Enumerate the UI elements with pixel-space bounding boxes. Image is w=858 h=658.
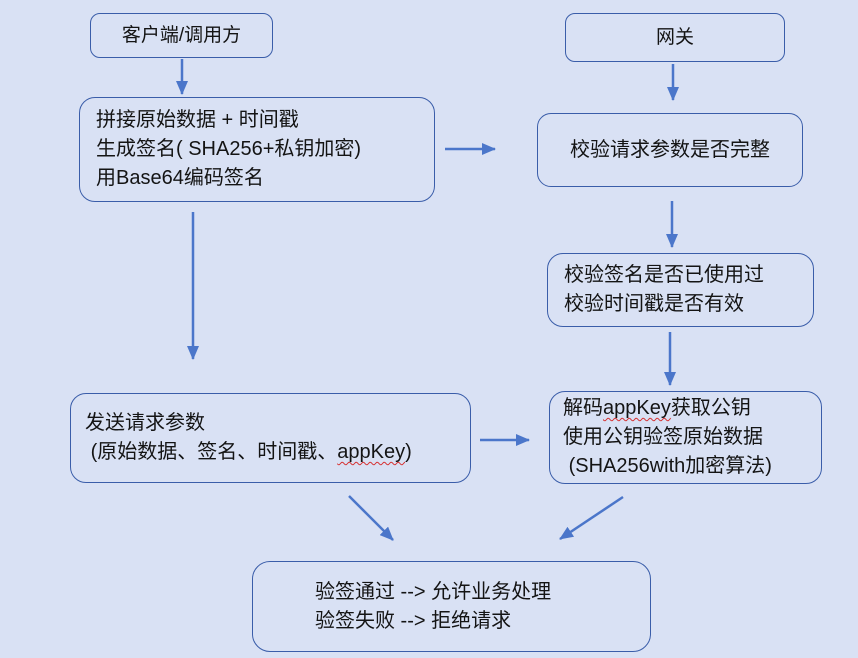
node-check-signature: 校验签名是否已使用过 校验时间戳是否有效	[547, 253, 814, 327]
node-send-request-line-1: 发送请求参数	[85, 412, 205, 434]
node-client-label: 客户端/调用方	[121, 25, 242, 46]
node-decode-verify: 解码appKey获取公钥 使用公钥验签原始数据 (SHA256with加密算法)	[549, 391, 822, 484]
node-sign-line-1: 拼接原始数据 + 时间戳	[96, 109, 299, 131]
node-sign-generate: 拼接原始数据 + 时间戳 生成签名( SHA256+私钥加密) 用Base64编…	[79, 97, 435, 202]
node-gateway: 网关	[565, 13, 785, 62]
send-params-prefix: (原始数据、签名、时间戳、	[85, 441, 338, 463]
node-check-params-label: 校验请求参数是否完整	[570, 138, 770, 161]
node-decode-line-2: 使用公钥验签原始数据	[563, 426, 763, 448]
node-check-params: 校验请求参数是否完整	[537, 113, 803, 187]
node-result-line-1: 验签通过 --> 允许业务处理	[315, 580, 552, 603]
arrow-send-to-result	[348, 495, 394, 541]
send-params-suffix: )	[405, 441, 412, 463]
node-check-signature-line-2: 校验时间戳是否有效	[564, 293, 744, 315]
node-result-line-2: 验签失败 --> 拒绝请求	[315, 609, 512, 632]
node-sign-line-2: 生成签名( SHA256+私钥加密)	[96, 138, 362, 160]
arrow-decode-to-result	[559, 495, 624, 541]
send-params-appkey: appKey	[337, 441, 406, 463]
decode-suffix: 获取公钥	[670, 397, 751, 419]
node-check-signature-line-1: 校验签名是否已使用过	[564, 264, 764, 286]
decode-prefix: 解码	[563, 397, 603, 419]
node-decode-line-3: (SHA256with加密算法)	[563, 455, 772, 477]
decode-appkey: appKey	[603, 397, 671, 419]
node-client: 客户端/调用方	[90, 13, 273, 58]
node-sign-line-3: 用Base64编码签名	[96, 167, 264, 189]
node-decode-line-1: 解码appKey获取公钥	[563, 394, 821, 423]
node-verify-result: 验签通过 --> 允许业务处理 验签失败 --> 拒绝请求	[252, 561, 651, 652]
node-gateway-label: 网关	[655, 27, 694, 48]
node-send-request: 发送请求参数 (原始数据、签名、时间戳、appKey)	[70, 393, 471, 483]
node-send-request-line-2: (原始数据、签名、时间戳、appKey)	[85, 438, 470, 467]
